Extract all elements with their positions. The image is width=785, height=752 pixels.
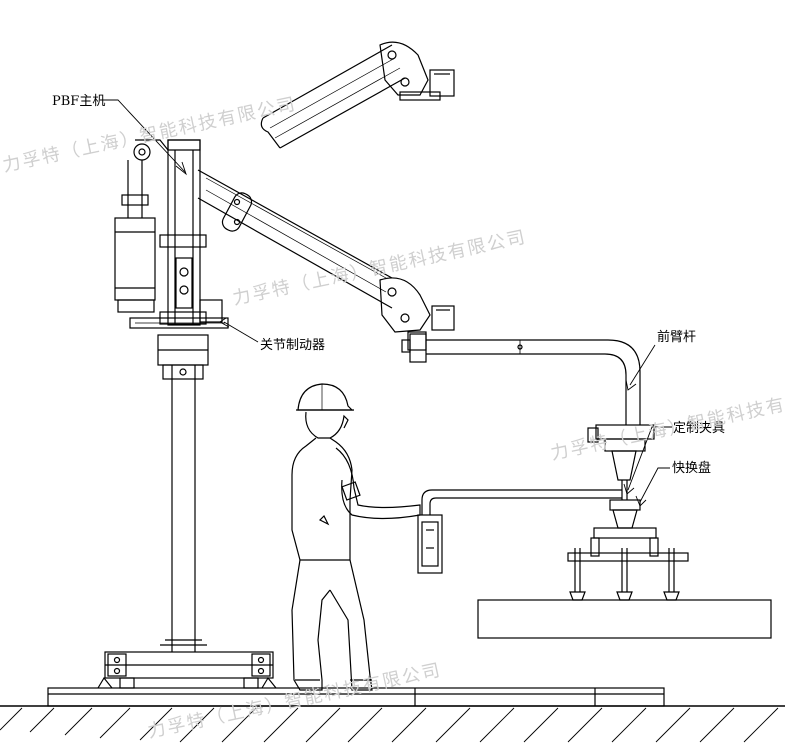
gripper-fixture <box>567 527 689 601</box>
base-frame <box>97 651 277 689</box>
handle <box>417 489 622 574</box>
workpiece <box>477 599 772 639</box>
main-arm <box>197 169 455 353</box>
label-pbf-host: PBF主机 <box>52 94 106 109</box>
leader-joint-brake <box>223 321 259 343</box>
column <box>157 334 209 652</box>
floor-hatching <box>0 707 779 743</box>
label-quick-change: 快换盘 <box>672 461 712 476</box>
floor <box>0 687 785 743</box>
label-joint-brake: 关节制动器 <box>260 338 326 353</box>
operator-figure <box>291 383 421 691</box>
leader-fixture <box>627 426 672 491</box>
upper-arm-position <box>260 41 455 149</box>
leader-host <box>100 99 186 173</box>
forearm <box>409 333 641 425</box>
label-fixture: 定制夹具 <box>673 421 726 436</box>
leader-quick-change <box>639 467 670 503</box>
pbf-host <box>114 139 229 329</box>
leader-forearm <box>629 344 656 386</box>
label-forearm: 前臂杆 <box>657 330 697 345</box>
label-leaders <box>100 99 672 507</box>
